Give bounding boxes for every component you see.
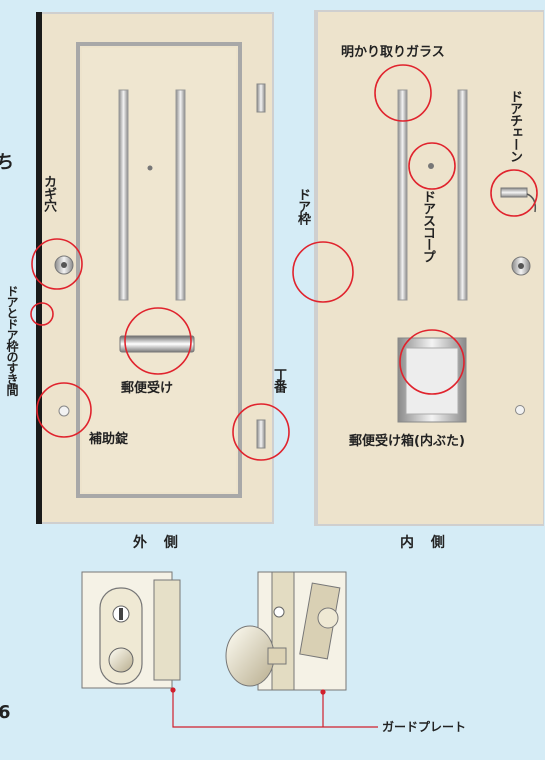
guard-plate-label: ガードプレート: [382, 720, 467, 734]
door-scope-label: ドアスコープ: [420, 190, 435, 262]
outside-label: 外 側: [133, 535, 184, 551]
outside-glass-slit-right: [175, 89, 186, 301]
inside-door-chain: [500, 187, 528, 198]
outside-door: [36, 12, 274, 524]
lock-hardware-right: [225, 571, 347, 691]
circle-door-chain: [490, 169, 538, 217]
circle-skylight: [374, 64, 432, 122]
gap-label: ドアとドア枠のすき間: [5, 285, 19, 395]
edge-glyph-mid: ち: [0, 152, 14, 173]
skylight-label: 明かり取りガラス: [341, 45, 445, 60]
circle-gap: [30, 302, 54, 326]
inside-scope-dot: [428, 163, 434, 169]
inside-glass-slit-right: [457, 89, 468, 301]
edge-glyph-bottom: 6: [0, 702, 11, 723]
lock-hardware-left: [81, 571, 181, 689]
mail-slot-label: 郵便受け: [121, 381, 174, 396]
inside-label: 内 側: [400, 535, 451, 551]
outside-door-panel-inner: [82, 48, 236, 492]
circle-hinge: [232, 403, 290, 461]
outside-hinge-bottom: [256, 419, 266, 449]
circle-keyhole: [31, 238, 83, 290]
outside-glass-slit-left: [118, 89, 129, 301]
outside-door-panel: [76, 42, 242, 498]
circle-mail-box: [399, 329, 465, 395]
keyhole-label: カギ穴: [41, 175, 56, 211]
outside-hinge-top: [256, 83, 266, 113]
inside-aux-lock: [515, 405, 525, 415]
circle-aux-lock: [36, 382, 92, 438]
outside-aux-lock: [58, 405, 70, 417]
circle-mail-slot: [124, 307, 192, 375]
inside-glass-slit-left: [397, 89, 408, 301]
guard-plate-leader: [170, 687, 378, 728]
door-frame-label: ドア枠: [295, 188, 310, 224]
highlight-circles: [30, 64, 538, 461]
circle-door-frame: [292, 241, 354, 303]
outside-door-edge: [36, 12, 42, 524]
circle-door-scope: [408, 142, 456, 190]
aux-lock-label: 補助錠: [89, 432, 129, 447]
outside-mail-slot: [119, 335, 195, 353]
outside-scope-dot: [147, 165, 153, 171]
door-chain-label: ドアチェーン: [507, 90, 522, 162]
hinge-label: 丁番: [271, 368, 286, 392]
mail-box-label: 郵便受け箱(内ぶた): [349, 434, 465, 449]
